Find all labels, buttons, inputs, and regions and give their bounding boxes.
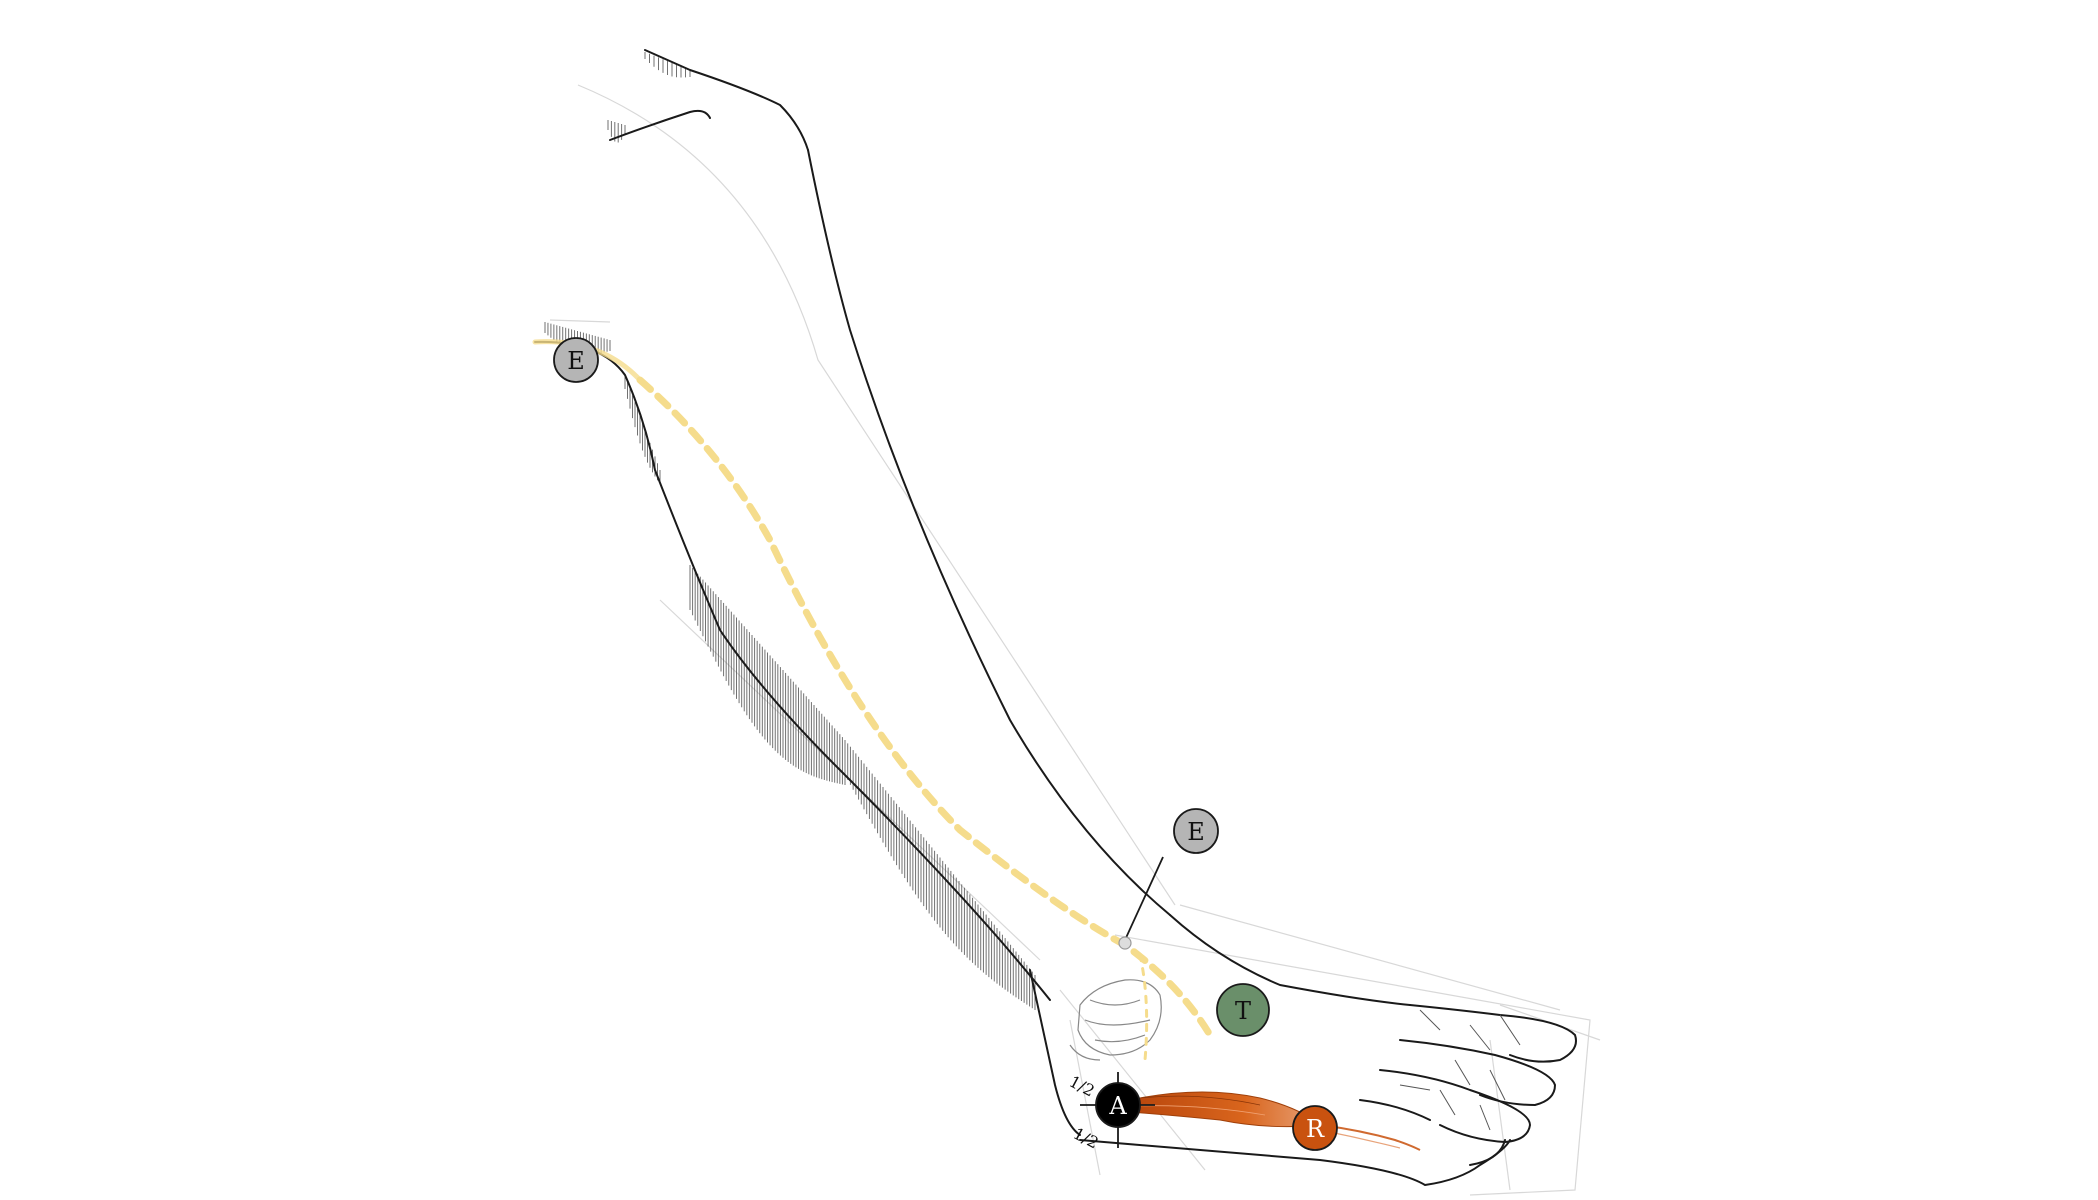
marker-t-foot: T [1216,983,1270,1037]
marker-t-foot-label: T [1235,997,1251,1025]
nerve-path [532,339,1214,1062]
marker-e-knee-circle [553,337,599,383]
ankle-bone-sketch [1069,979,1162,1061]
marker-r-sole: R [1292,1105,1338,1151]
fraction-upper-label: 1/2 [1066,1072,1098,1101]
muscle-band [1129,1091,1421,1151]
leg-shading-hatch [544,52,1036,1010]
toe-details [1399,1009,1521,1131]
marker-r-sole-circle [1292,1105,1338,1151]
marker-a-heel-circle [1095,1082,1141,1128]
marker-e-ankle-circle [1173,808,1219,854]
leg-outline [534,49,1577,1186]
marker-e-knee: E [553,337,599,383]
marker-e-ankle-label: E [1187,818,1205,846]
marker-a-heel: A [1095,1082,1141,1128]
marker-a-heel-label: A [1108,1092,1127,1120]
ankle-point [1118,936,1132,950]
marker-r-sole-label: R [1306,1115,1325,1143]
guide-lines [549,84,1601,1196]
fraction-lower-label: 1/2 [1070,1124,1102,1153]
marker-e-knee-label: E [567,347,585,375]
marker-e-ankle: E [1173,808,1219,854]
marker-t-foot-circle [1216,983,1270,1037]
